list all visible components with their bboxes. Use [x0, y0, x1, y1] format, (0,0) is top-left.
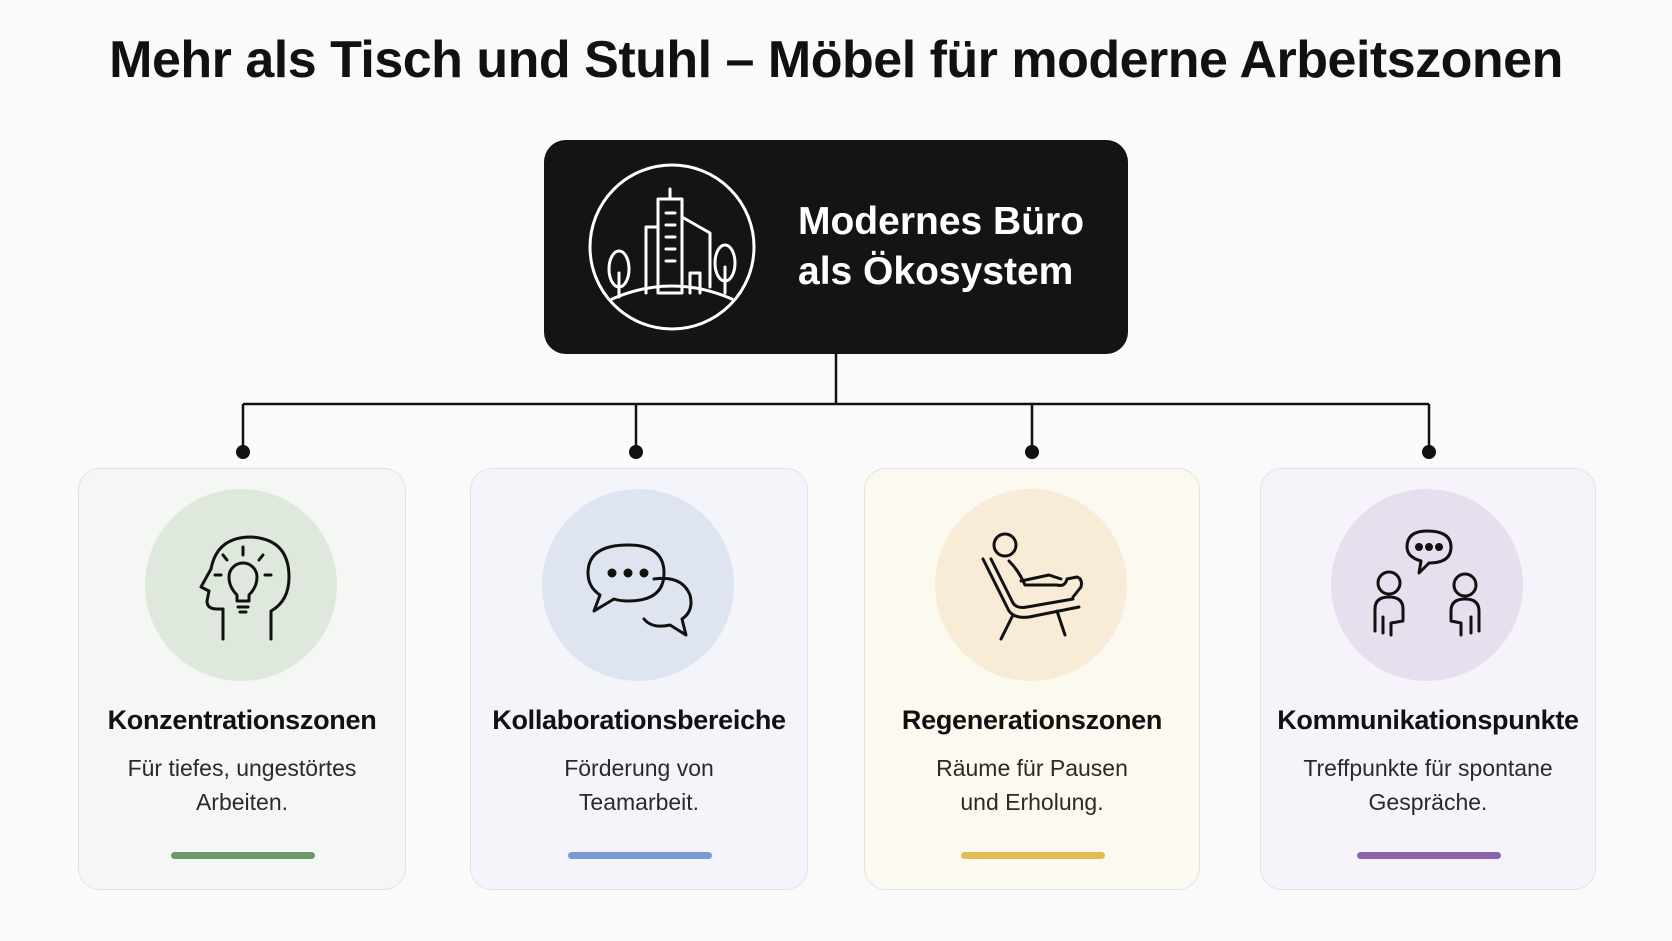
- connector-dot: [629, 445, 643, 459]
- root-label: Modernes Büro als Ökosystem: [798, 197, 1084, 297]
- page-title: Mehr als Tisch und Stuhl – Möbel für mod…: [109, 31, 1563, 89]
- accent-bar: [171, 852, 315, 859]
- head-lightbulb-icon: [199, 535, 291, 641]
- chat-bubbles-icon: [586, 543, 693, 637]
- icon-circle: [1331, 489, 1523, 681]
- accent-bar: [568, 852, 712, 859]
- icon-circle: [542, 489, 734, 681]
- card-description: Förderung von Teamarbeit.: [481, 751, 797, 819]
- card-description: Für tiefes, ungestörtes Arbeiten.: [89, 751, 395, 819]
- card-regenerationszonen: Regenerationszonen Räume für Pausen und …: [864, 468, 1200, 890]
- root-label-line2: als Ökosystem: [798, 250, 1074, 293]
- card-title: Kollaborationsbereiche: [492, 705, 786, 735]
- connector-dot: [1422, 445, 1436, 459]
- card-description-line2: und Erholung.: [960, 789, 1104, 815]
- lounge-chair-icon: [981, 532, 1083, 641]
- card-description-line1: Für tiefes, ungestörtes: [127, 755, 357, 781]
- root-node: Modernes Büro als Ökosystem: [544, 140, 1128, 354]
- card-title: Regenerationszonen: [901, 705, 1163, 735]
- office-building-icon: [586, 161, 758, 333]
- accent-bar: [1357, 852, 1501, 859]
- card-description-line2: Arbeiten.: [195, 789, 289, 815]
- people-talking-icon: [1373, 529, 1481, 637]
- card-title: Kommunikationspunkte: [1277, 705, 1579, 735]
- card-konzentrationszonen: Konzentrationszonen Für tiefes, ungestör…: [78, 468, 406, 890]
- card-title: Konzentrationszonen: [107, 705, 377, 735]
- card-description: Treffpunkte für spontane Gespräche.: [1271, 751, 1585, 819]
- accent-bar: [961, 852, 1105, 859]
- card-description: Räume für Pausen und Erholung.: [875, 751, 1189, 819]
- icon-circle: [935, 489, 1127, 681]
- card-description-line1: Räume für Pausen: [936, 755, 1128, 781]
- card-description-line2: Gespräche.: [1368, 789, 1488, 815]
- card-description-line2: Teamarbeit.: [578, 789, 700, 815]
- connector-dot: [236, 445, 250, 459]
- card-description-line1: Förderung von: [564, 755, 714, 781]
- connector-dot: [1025, 445, 1039, 459]
- card-description-line1: Treffpunkte für spontane: [1303, 755, 1553, 781]
- icon-circle: [145, 489, 337, 681]
- card-kommunikationspunkte: Kommunikationspunkte Treffpunkte für spo…: [1260, 468, 1596, 890]
- root-label-line1: Modernes Büro: [798, 200, 1085, 243]
- card-kollaborationsbereiche: Kollaborationsbereiche Förderung von Tea…: [470, 468, 808, 890]
